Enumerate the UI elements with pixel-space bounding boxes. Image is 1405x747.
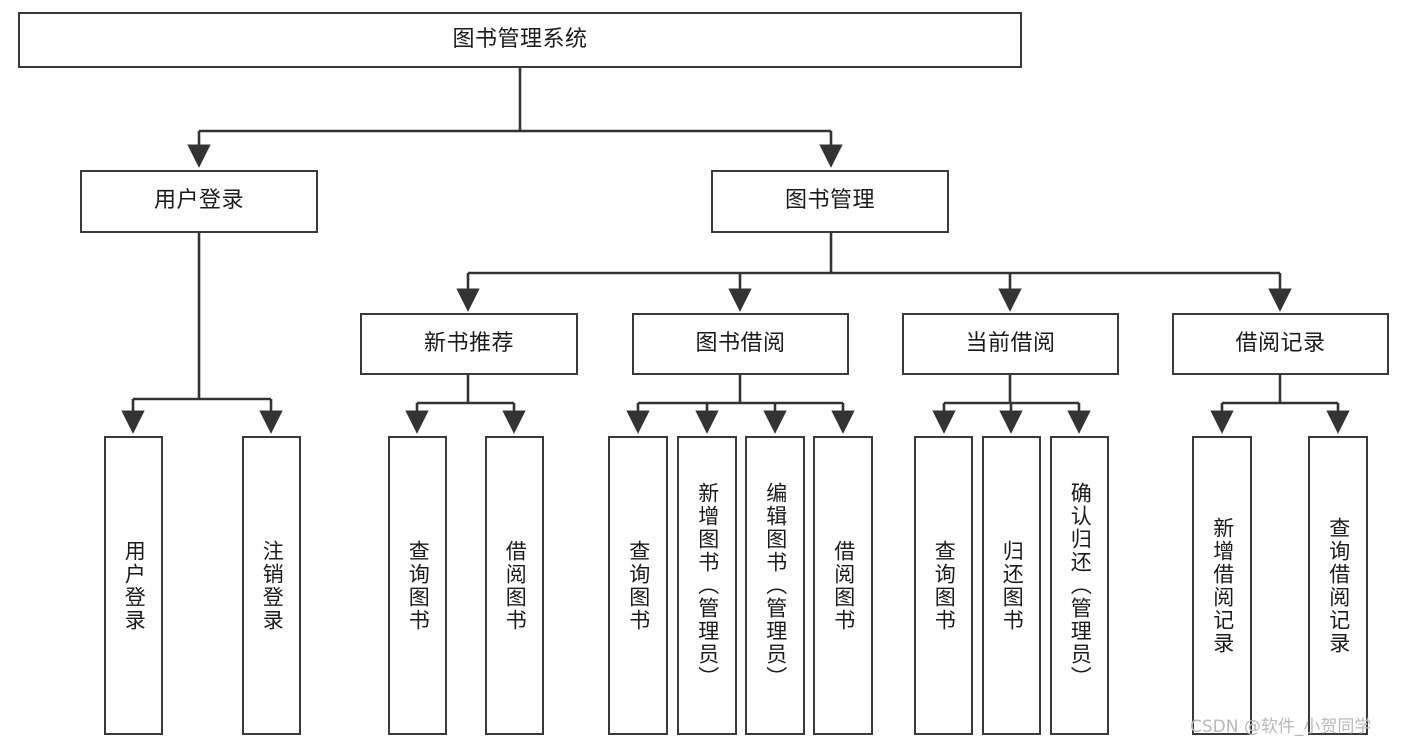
node-root-label: 图书管理系统 bbox=[452, 26, 588, 52]
node-leaf-add-book[interactable]: 新增图书（管理员） bbox=[677, 436, 737, 735]
node-leaf-query-book-2[interactable]: 查询图书 bbox=[608, 436, 668, 735]
node-borrow-record[interactable]: 借阅记录 bbox=[1172, 313, 1389, 375]
node-book-borrow[interactable]: 图书借阅 bbox=[632, 313, 849, 375]
node-current-borrow-label: 当前借阅 bbox=[965, 330, 1056, 356]
node-leaf-query-record-label: 查询借阅记录 bbox=[1326, 516, 1351, 655]
node-leaf-query-book-3[interactable]: 查询图书 bbox=[914, 436, 973, 735]
node-leaf-edit-book[interactable]: 编辑图书（管理员） bbox=[745, 436, 805, 735]
node-leaf-query-book-3-label: 查询图书 bbox=[932, 539, 957, 632]
node-leaf-return-book[interactable]: 归还图书 bbox=[982, 436, 1041, 735]
node-current-borrow[interactable]: 当前借阅 bbox=[902, 313, 1119, 375]
node-leaf-query-book-2-label: 查询图书 bbox=[626, 539, 651, 632]
node-leaf-logout-label: 注销登录 bbox=[260, 539, 285, 632]
node-leaf-confirm-return-label: 确认归还（管理员） bbox=[1068, 482, 1093, 689]
node-root[interactable]: 图书管理系统 bbox=[18, 12, 1022, 68]
node-leaf-edit-book-label: 编辑图书（管理员） bbox=[763, 482, 788, 689]
node-leaf-confirm-return[interactable]: 确认归还（管理员） bbox=[1050, 436, 1109, 735]
node-borrow-record-label: 借阅记录 bbox=[1235, 330, 1326, 356]
node-leaf-user-login-label: 用户登录 bbox=[122, 539, 147, 632]
node-book-management[interactable]: 图书管理 bbox=[711, 170, 949, 233]
node-leaf-borrow-book-1[interactable]: 借阅图书 bbox=[485, 436, 544, 735]
node-user-login[interactable]: 用户登录 bbox=[80, 170, 318, 233]
node-leaf-user-login[interactable]: 用户登录 bbox=[104, 436, 163, 735]
node-leaf-add-record[interactable]: 新增借阅记录 bbox=[1192, 436, 1252, 735]
node-new-book-recommend-label: 新书推荐 bbox=[423, 330, 514, 356]
node-leaf-borrow-book-2-label: 借阅图书 bbox=[831, 539, 856, 632]
node-book-management-label: 图书管理 bbox=[784, 188, 875, 214]
node-leaf-query-book-1-label: 查询图书 bbox=[406, 539, 431, 632]
node-leaf-add-book-label: 新增图书（管理员） bbox=[695, 482, 720, 689]
node-leaf-logout[interactable]: 注销登录 bbox=[242, 436, 301, 735]
csdn-watermark: CSDN @软件_小贺同学 bbox=[1190, 717, 1372, 737]
node-book-borrow-label: 图书借阅 bbox=[695, 330, 786, 356]
node-leaf-add-record-label: 新增借阅记录 bbox=[1210, 516, 1235, 655]
node-leaf-query-book-1[interactable]: 查询图书 bbox=[388, 436, 447, 735]
node-leaf-query-record[interactable]: 查询借阅记录 bbox=[1308, 436, 1368, 735]
node-leaf-borrow-book-2[interactable]: 借阅图书 bbox=[813, 436, 873, 735]
node-user-login-label: 用户登录 bbox=[153, 188, 244, 214]
node-leaf-borrow-book-1-label: 借阅图书 bbox=[503, 539, 528, 632]
node-leaf-return-book-label: 归还图书 bbox=[1000, 539, 1025, 632]
node-new-book-recommend[interactable]: 新书推荐 bbox=[360, 313, 578, 375]
